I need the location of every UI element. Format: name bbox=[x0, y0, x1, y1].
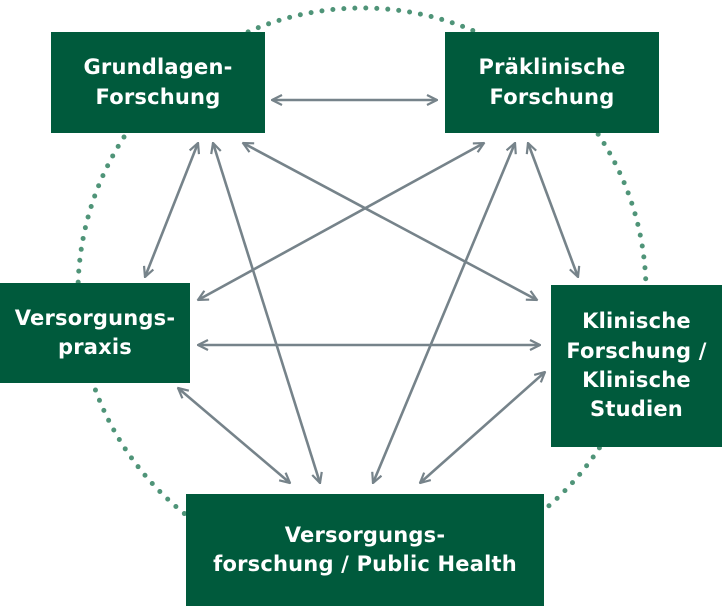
arrow-praeklinisch-versorgungsforschung bbox=[373, 143, 515, 483]
node-grundlagenforschung: Grundlagen- Forschung bbox=[51, 32, 265, 133]
node-label: praxis bbox=[57, 335, 132, 359]
arrow-praeklinisch-klinisch bbox=[528, 143, 578, 277]
arrow-praxis-versorgungsforschung bbox=[178, 388, 290, 483]
node-versorgungspraxis: Versorgungs-praxis bbox=[0, 283, 190, 383]
node-label: Forschung / bbox=[566, 338, 707, 363]
node-label: Versorgungs- bbox=[14, 305, 176, 330]
node-label: Präklinische bbox=[478, 55, 626, 80]
node-label: forschung / Public Health bbox=[213, 552, 517, 576]
node-label: Klinische bbox=[582, 368, 691, 392]
arrow-grundlagen-praxis bbox=[145, 143, 198, 277]
node-label: Studien bbox=[590, 397, 683, 422]
arrow-grundlagen-klinisch bbox=[243, 143, 537, 300]
arrow-praeklinisch-praxis bbox=[198, 143, 484, 300]
node-label: Versorgungs- bbox=[284, 522, 446, 547]
node-label: Forschung bbox=[95, 84, 221, 109]
node-label: Forschung bbox=[489, 84, 615, 109]
node-label: Grundlagen- bbox=[83, 55, 233, 80]
node-label: Klinische bbox=[582, 309, 691, 334]
arrow-klinisch-versorgungsforschung bbox=[420, 372, 545, 483]
node-versorgungsforschung: Versorgungs-forschung / Public Health bbox=[186, 494, 544, 606]
